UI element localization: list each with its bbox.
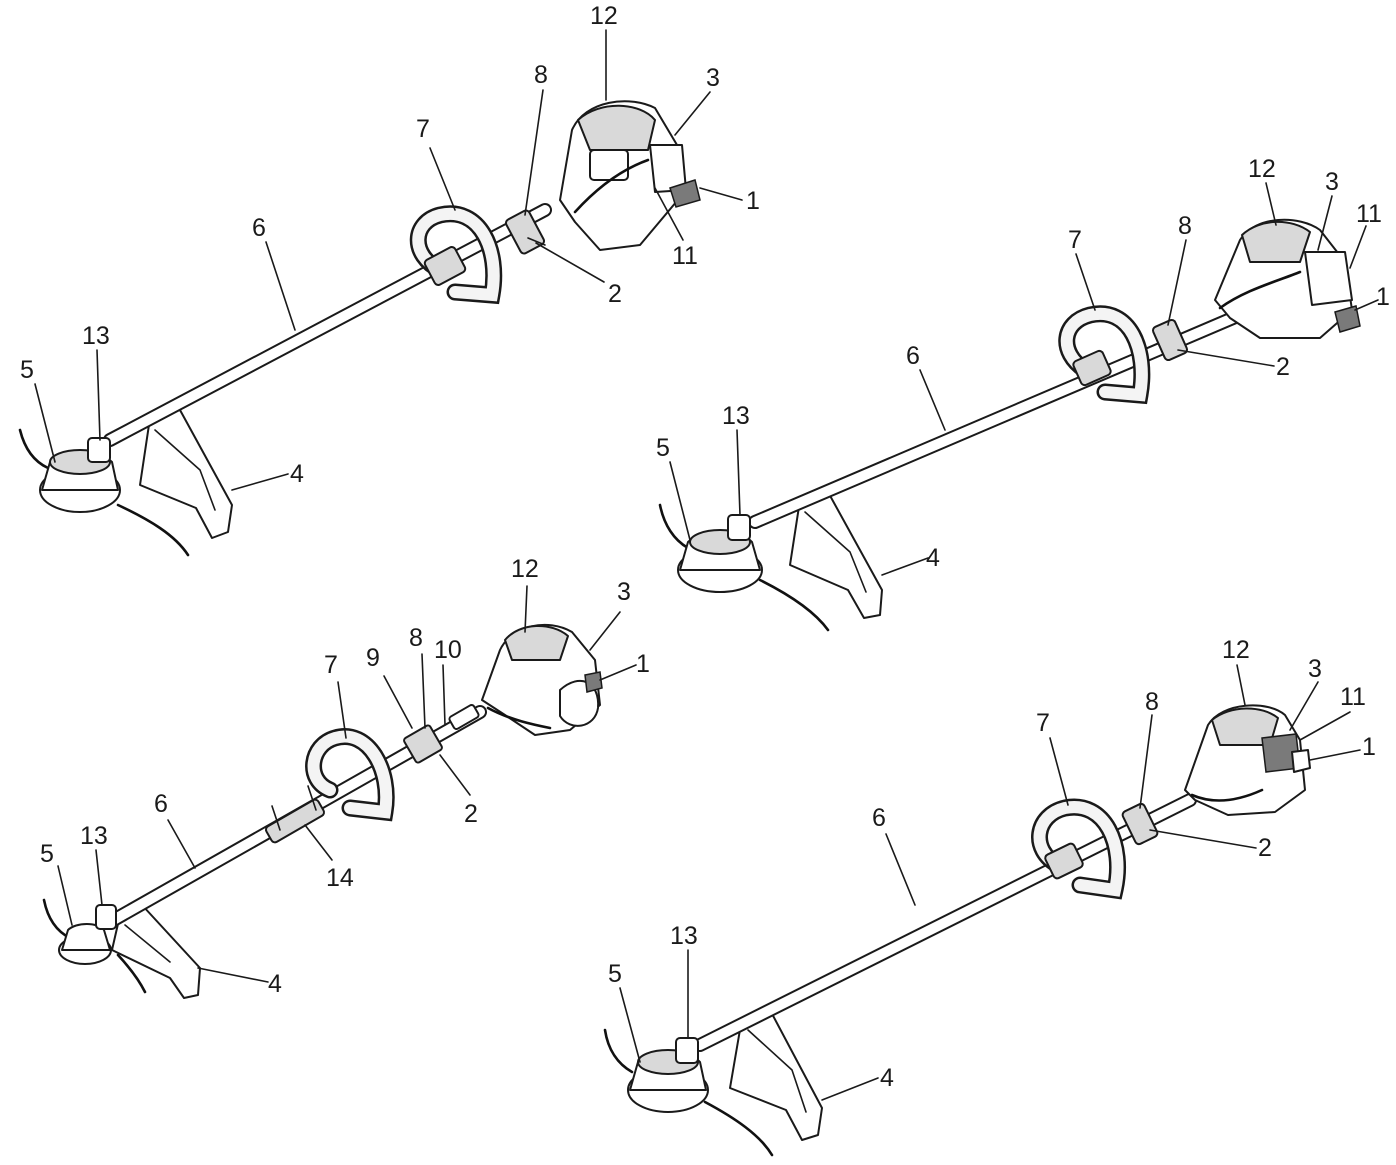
trimmer-a: 12 3 1 11 8 2 7 6 13 5 4 xyxy=(18,2,760,557)
trimmer-a-callouts xyxy=(34,29,743,491)
trimmer-d-label-12: 12 xyxy=(1222,636,1250,664)
trimmer-d-head xyxy=(603,1028,774,1157)
trimmer-d-label-8: 8 xyxy=(1145,688,1159,716)
trimmer-c-engine xyxy=(481,623,603,736)
trimmer-b-label-2: 2 xyxy=(1276,353,1290,381)
trimmer-d-label-4: 4 xyxy=(880,1064,894,1092)
trimmer-d-label-11: 11 xyxy=(1340,683,1366,711)
trimmer-c-label-13: 13 xyxy=(80,822,108,850)
trimmer-c-throttle xyxy=(403,704,480,764)
trimmer-c-label-7: 7 xyxy=(324,651,338,679)
trimmer-b-shaft xyxy=(748,308,1247,529)
trimmer-b-label-7: 7 xyxy=(1068,226,1082,254)
trimmer-d: 12 3 11 1 8 2 7 6 13 5 4 xyxy=(603,636,1376,1157)
trimmer-b-label-12: 12 xyxy=(1248,155,1276,183)
trimmer-b-guard xyxy=(789,491,883,619)
trimmer-a-handle xyxy=(409,205,503,305)
trimmer-a-label-7: 7 xyxy=(416,115,430,143)
trimmer-c-label-4: 4 xyxy=(268,970,282,998)
trimmer-b: 12 3 11 1 8 2 7 6 13 5 4 xyxy=(656,155,1390,632)
trimmer-d-throttle xyxy=(1121,802,1159,846)
trimmer-a-label-11: 11 xyxy=(672,242,698,270)
trimmer-d-label-6: 6 xyxy=(872,804,886,832)
trimmer-d-label-5: 5 xyxy=(608,960,622,988)
trimmer-c-label-1: 1 xyxy=(636,650,650,678)
trimmer-a-label-13: 13 xyxy=(82,322,110,350)
trimmer-c-label-9: 9 xyxy=(366,644,380,672)
trimmer-b-label-6: 6 xyxy=(906,342,920,370)
trimmer-d-label-2: 2 xyxy=(1258,834,1272,862)
trimmer-c-label-10: 10 xyxy=(434,636,462,664)
trimmer-a-label-4: 4 xyxy=(290,460,304,488)
trimmer-d-label-1: 1 xyxy=(1362,733,1376,761)
trimmer-b-handle xyxy=(1058,305,1151,405)
trimmer-a-label-5: 5 xyxy=(20,356,34,384)
trimmer-b-head xyxy=(658,503,830,632)
trimmer-c: 12 3 1 9 8 10 2 7 6 14 13 5 4 xyxy=(40,555,650,999)
trimmer-b-label-3: 3 xyxy=(1325,168,1339,196)
trimmer-c-coupler xyxy=(264,785,326,844)
trimmer-a-label-6: 6 xyxy=(252,214,266,242)
trimmer-d-callouts xyxy=(619,664,1361,1101)
trimmer-c-guard xyxy=(111,904,201,999)
trimmer-c-label-8: 8 xyxy=(409,624,423,652)
trimmer-c-label-12: 12 xyxy=(511,555,539,583)
trimmer-b-label-4: 4 xyxy=(926,544,940,572)
trimmer-c-callouts xyxy=(57,585,637,983)
trimmer-a-shaft xyxy=(103,203,552,447)
trimmer-a-throttle xyxy=(505,209,546,255)
trimmer-a-guard xyxy=(139,409,233,539)
trimmer-c-label-14: 14 xyxy=(326,864,354,892)
trimmer-b-engine xyxy=(1214,218,1361,339)
trimmer-d-label-3: 3 xyxy=(1308,655,1322,683)
trimmer-d-engine xyxy=(1184,704,1311,816)
trimmer-d-guard xyxy=(729,1009,823,1141)
trimmer-d-handle xyxy=(1031,798,1127,900)
trimmer-c-label-5: 5 xyxy=(40,840,54,868)
trimmer-c-label-6: 6 xyxy=(154,790,168,818)
trimmer-a-label-12: 12 xyxy=(590,2,618,30)
trimmer-b-label-5: 5 xyxy=(656,434,670,462)
trimmer-a-engine xyxy=(559,100,701,251)
trimmer-a-label-8: 8 xyxy=(534,61,548,89)
trimmer-b-callouts xyxy=(669,182,1379,576)
trimmer-b-label-1: 1 xyxy=(1376,283,1390,311)
trimmer-b-label-11: 11 xyxy=(1356,200,1382,228)
trimmer-b-label-13: 13 xyxy=(722,402,750,430)
trimmer-b-label-8: 8 xyxy=(1178,212,1192,240)
trimmer-a-label-2: 2 xyxy=(608,280,622,308)
trimmer-a-label-3: 3 xyxy=(706,64,720,92)
trimmer-c-handle xyxy=(305,728,395,822)
trimmer-c-label-3: 3 xyxy=(617,578,631,606)
trimmer-a-head xyxy=(18,428,190,557)
trimmer-d-label-13: 13 xyxy=(670,922,698,950)
trimmer-c-head xyxy=(42,898,147,994)
trimmer-d-label-7: 7 xyxy=(1036,709,1050,737)
trimmer-c-label-2: 2 xyxy=(464,800,478,828)
trimmer-a-label-1: 1 xyxy=(746,187,760,215)
